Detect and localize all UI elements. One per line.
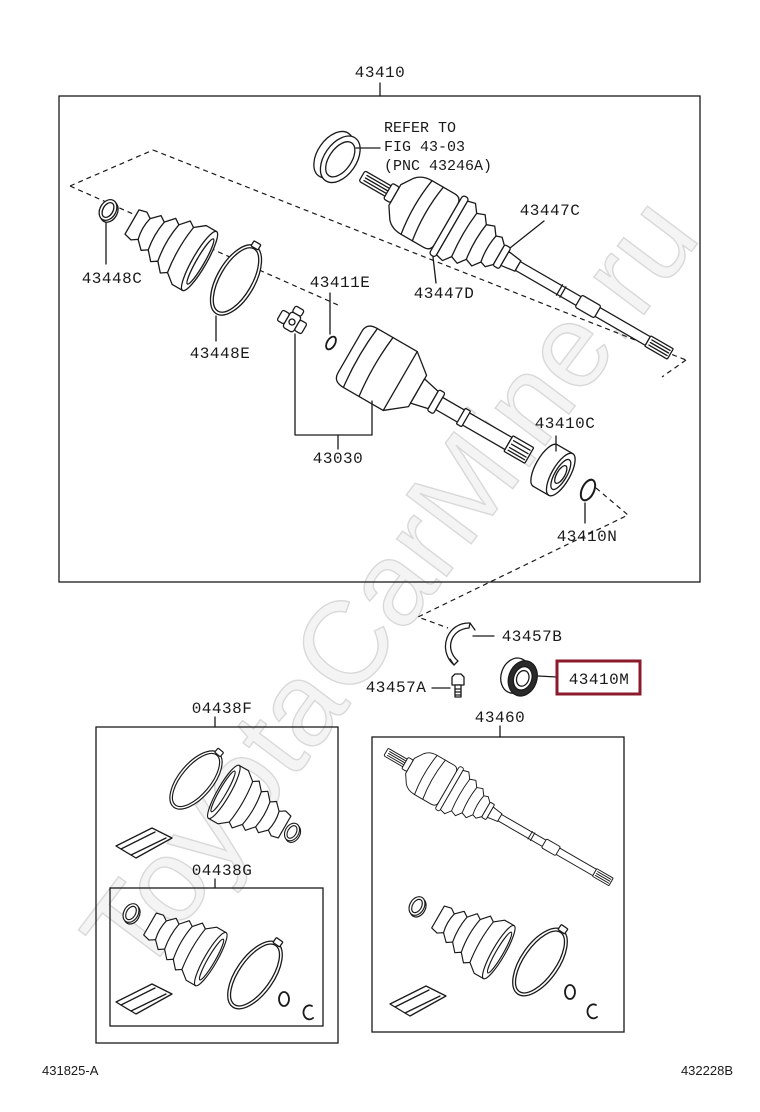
boot-kit-inner: 04438G (109, 862, 324, 1027)
bolt-drawing (451, 673, 465, 698)
leader-line (537, 675, 558, 678)
callout-inner-band-clamp[interactable]: 43448E (190, 345, 251, 363)
callout-bearing[interactable]: 43410C (535, 415, 596, 433)
callout-boot-kit-inner[interactable]: 04438G (192, 862, 253, 880)
inner-housing-drawing (335, 325, 535, 464)
inner-small-clamp-drawing (94, 195, 123, 227)
shaft-assembly-shaft-drawing (373, 730, 624, 904)
seal-drawing (500, 657, 538, 697)
callout-tripod[interactable]: 43411E (310, 274, 371, 292)
callout-bolt[interactable]: 43457A (366, 679, 427, 697)
kit-g-ring-drawing (278, 991, 290, 1007)
snap-ring-drawing (579, 478, 597, 502)
callout-inner-housing[interactable]: 43030 (313, 450, 364, 468)
shaft-assembly-frame (371, 736, 625, 1033)
shaft-assembly-grease-packet-drawing (389, 985, 447, 1017)
shaft-assembly: 43460 (371, 709, 625, 1033)
clip-drawing (444, 622, 476, 666)
callout-seal[interactable]: 43410M (569, 671, 630, 689)
callout-outer-small-clamp[interactable]: 43447C (520, 202, 581, 220)
boot-kit-outer-frame (95, 726, 339, 1044)
callout-inner-small-clamp[interactable]: 43448C (82, 270, 143, 288)
leader-line (509, 220, 545, 249)
shaft-assembly-snap-ring-drawing (586, 1003, 598, 1020)
shaft-assembly-boot-drawing (422, 889, 521, 983)
callout-main-assembly[interactable]: 43410 (355, 64, 406, 82)
callout-boot-kit-outer[interactable]: 04438F (192, 700, 253, 718)
watermark: ToyotaCarMine.ru (57, 173, 723, 996)
refer-note-line1: REFER TO (384, 120, 456, 137)
kit-g-snap-ring-drawing (302, 1004, 314, 1021)
boot-kit-inner-frame (109, 887, 324, 1027)
main-assembly: 43410 REFER TO FIG 43-03 (PNC 43246A) 43… (58, 64, 701, 629)
callout-outer-band-clamp[interactable]: 43447D (414, 285, 475, 303)
callout-snap-ring[interactable]: 43410N (557, 528, 618, 546)
refer-note-line3: (PNC 43246A) (384, 158, 492, 175)
shaft-assembly-ring-drawing (564, 984, 576, 1000)
leader-line (432, 256, 437, 284)
tripod-joint-drawing (276, 305, 308, 335)
selected-part-highlight (555, 659, 642, 696)
callout-clip[interactable]: 43457B (502, 628, 563, 646)
loose-parts: 43457B 43410M 43457A (366, 622, 642, 698)
bearing-drawing (530, 443, 576, 497)
tripod-ring-drawing (325, 335, 337, 351)
main-assembly-frame (58, 95, 701, 583)
callout-bracket (294, 333, 373, 450)
shaft-assembly-small-clamp-drawing (404, 893, 431, 921)
callout-shaft-assembly[interactable]: 43460 (475, 709, 526, 727)
kit-g-band-clamp-drawing (216, 928, 296, 1019)
boot-kit-outer: 04438F 04438G (95, 700, 339, 1044)
figure-code-left: 431825-A (42, 1063, 99, 1078)
refer-seal-ring-drawing (313, 130, 361, 184)
refer-note-line2[interactable]: FIG 43-03 (384, 139, 465, 156)
figure-code-right: 432228B (681, 1063, 733, 1078)
